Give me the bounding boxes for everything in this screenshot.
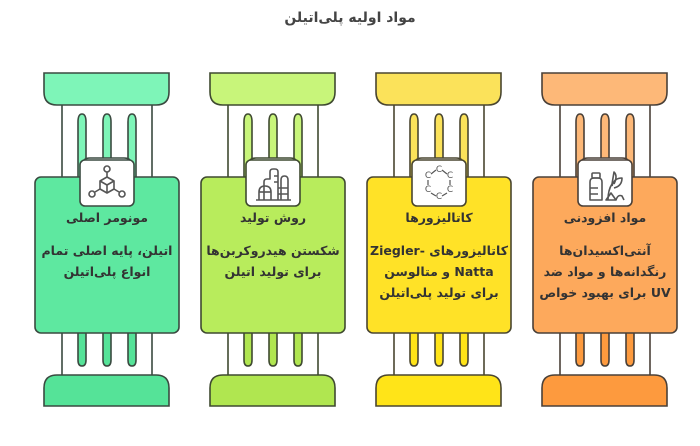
pillar-catalysts: C C C C C C کاتالیزورها کاتالیزورهای Zie… xyxy=(366,0,512,446)
pillar-heading: روش تولید xyxy=(239,210,307,225)
pillar-frame xyxy=(532,72,678,407)
pillar-description: کاتالیزورهای Ziegler-Natta و متالوسن برا… xyxy=(370,243,508,300)
diagram-title: مواد اولیه پلی‌اتیلن xyxy=(284,10,416,26)
svg-text:C: C xyxy=(436,192,442,202)
svg-text:C: C xyxy=(447,185,453,195)
benzene-ring-icon: C C C C C C xyxy=(412,160,466,206)
pillar-frame xyxy=(34,72,180,407)
pillar-heading: کاتالیزورها xyxy=(405,210,473,225)
svg-text:C: C xyxy=(436,165,442,175)
svg-text:C: C xyxy=(425,185,431,195)
molecule-cube-icon xyxy=(80,160,134,206)
additives-bottle-leaf-icon xyxy=(578,160,632,206)
pillar-heading: مواد افزودنی xyxy=(563,210,647,225)
pillar-heading: مونومر اصلی xyxy=(65,210,149,225)
pillar-production-method: روش تولید شکستن هیدروکربن‌ها برای تولید … xyxy=(200,0,346,446)
pillar-description: اتیلن، پایه اصلی تمام انواع پلی‌اتیلن xyxy=(41,243,173,279)
pillar-frame xyxy=(200,72,346,407)
pillar-frame xyxy=(366,72,512,407)
pillar-description: آنتی‌اکسیدان‌ها رنگدانه‌ها و مواد ضد UV … xyxy=(539,243,671,300)
pillar-description: شکستن هیدروکربن‌ها برای تولید اتیلن xyxy=(206,243,340,279)
refinery-icon xyxy=(246,160,300,206)
svg-text:C: C xyxy=(447,171,453,181)
svg-text:C: C xyxy=(425,171,431,181)
pillar-monomer: مونومر اصلی اتیلن، پایه اصلی تمام انواع … xyxy=(34,0,180,446)
pillar-additives: مواد افزودنی آنتی‌اکسیدان‌ها رنگدانه‌ها … xyxy=(532,0,678,446)
